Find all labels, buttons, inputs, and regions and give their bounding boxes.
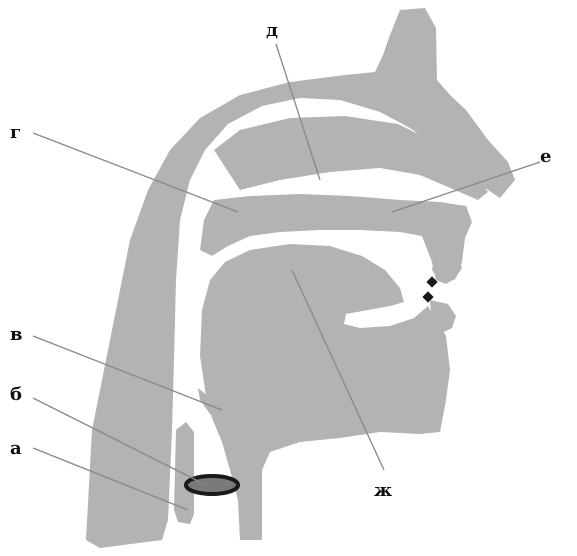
tongue-and-jaw xyxy=(200,244,450,540)
label-b: б xyxy=(10,386,22,404)
label-e: е xyxy=(540,148,551,166)
label-v: в xyxy=(10,326,23,344)
label-d: д xyxy=(266,22,278,40)
label-zh: ж xyxy=(374,482,392,500)
label-a: а xyxy=(10,440,22,458)
label-g: г xyxy=(10,124,21,142)
